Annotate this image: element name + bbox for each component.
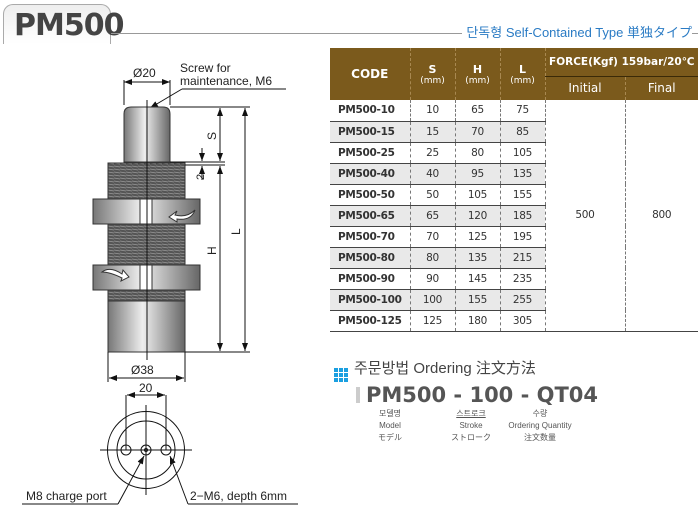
table-row: PM500-70 70 125 195	[330, 226, 698, 248]
cell-h: 145	[454, 268, 500, 290]
l-label: L	[229, 228, 243, 235]
spec-table: CODE S(mm) H(mm) L(mm) FORCE(Kgf) 159bar…	[330, 48, 698, 332]
header-force: FORCE(Kgf) 159bar/20℃	[544, 48, 698, 77]
cell-h: 105	[454, 184, 500, 206]
charge-port-label: M8 charge port	[26, 489, 107, 503]
title-divider	[111, 33, 698, 34]
header-code: CODE	[330, 48, 410, 100]
ordering-code: PM500 - 100 - QT04	[366, 383, 599, 407]
two-label: 2	[195, 174, 207, 180]
cell-code: PM500-70	[330, 226, 410, 248]
table-row: PM500-65 65 120 185	[330, 205, 698, 227]
cell-code: PM500-80	[330, 247, 410, 269]
cell-h: 180	[454, 310, 500, 332]
cell-l: 255	[499, 289, 545, 311]
ordering-bar	[356, 387, 360, 403]
cell-l: 155	[499, 184, 545, 206]
cell-s: 80	[409, 247, 455, 269]
page-title: PM500	[14, 8, 124, 43]
table-row: PM500-15 15 70 85	[330, 121, 698, 143]
cell-l: 105	[499, 142, 545, 164]
ordering-heading: 주문방법 Ordering 注文方法	[334, 357, 536, 382]
cell-l: 185	[499, 205, 545, 227]
cell-s: 50	[409, 184, 455, 206]
cell-code: PM500-15	[330, 121, 410, 143]
cell-h: 65	[454, 100, 500, 122]
cell-code: PM500-40	[330, 163, 410, 185]
screw-note-2: maintenance, M6	[180, 74, 272, 88]
header-l: L(mm)	[499, 48, 545, 100]
table-row: PM500-90 90 145 235	[330, 268, 698, 290]
table-row: PM500-50 50 105 155	[330, 184, 698, 206]
cell-h: 95	[454, 163, 500, 185]
grid-icon	[334, 368, 348, 382]
cell-l: 195	[499, 226, 545, 248]
cell-s: 15	[409, 121, 455, 143]
holes-label: 2−M6, depth 6mm	[190, 489, 287, 503]
cell-code: PM500-25	[330, 142, 410, 164]
pitch-label: 20	[139, 381, 153, 395]
cell-s: 100	[409, 289, 455, 311]
cell-l: 85	[499, 121, 545, 143]
cell-l: 305	[499, 310, 545, 332]
cell-final-force: 800	[624, 100, 698, 332]
header-final: Final	[624, 76, 698, 100]
cell-h: 125	[454, 226, 500, 248]
cell-code: PM500-10	[330, 100, 410, 122]
cell-h: 120	[454, 205, 500, 227]
subtitle: 단독형 Self-Contained Type 単独タイプ	[462, 22, 692, 41]
cell-s: 25	[409, 142, 455, 164]
cell-h: 80	[454, 142, 500, 164]
h-label: H	[205, 246, 219, 255]
cell-code: PM500-90	[330, 268, 410, 290]
cell-l: 215	[499, 247, 545, 269]
rotate-arrow-icon	[100, 268, 130, 282]
cell-s: 125	[409, 310, 455, 332]
cell-l: 75	[499, 100, 545, 122]
cell-initial-force: 500	[544, 100, 625, 332]
table-row: PM500-100 100 155 255	[330, 289, 698, 311]
cell-l: 235	[499, 268, 545, 290]
cell-code: PM500-50	[330, 184, 410, 206]
table-row: PM500-40 40 95 135	[330, 163, 698, 185]
dia-bottom-label: Ø38	[131, 363, 154, 377]
title-tab	[3, 4, 111, 44]
technical-drawing: Ø20 Screw for maintenance, M6 S 2 H L Ø3…	[22, 61, 298, 505]
screw-note-1: Screw for	[180, 61, 231, 75]
rotate-arrow-icon	[168, 209, 196, 223]
cell-h: 155	[454, 289, 500, 311]
cell-s: 65	[409, 205, 455, 227]
table-row: PM500-80 80 135 215	[330, 247, 698, 269]
cell-h: 135	[454, 247, 500, 269]
cell-s: 40	[409, 163, 455, 185]
cell-l: 135	[499, 163, 545, 185]
table-row: PM500-125 125 180 305	[330, 310, 698, 332]
header-s: S(mm)	[409, 48, 455, 100]
cell-code: PM500-100	[330, 289, 410, 311]
cell-h: 70	[454, 121, 500, 143]
cell-code: PM500-65	[330, 205, 410, 227]
header-h: H(mm)	[454, 48, 500, 100]
cell-s: 10	[409, 100, 455, 122]
table-row: PM500-25 25 80 105	[330, 142, 698, 164]
header-initial: Initial	[544, 76, 625, 100]
cell-s: 70	[409, 226, 455, 248]
dia-top-label: Ø20	[133, 66, 156, 80]
cell-s: 90	[409, 268, 455, 290]
cell-code: PM500-125	[330, 310, 410, 332]
s-label: S	[205, 132, 219, 140]
